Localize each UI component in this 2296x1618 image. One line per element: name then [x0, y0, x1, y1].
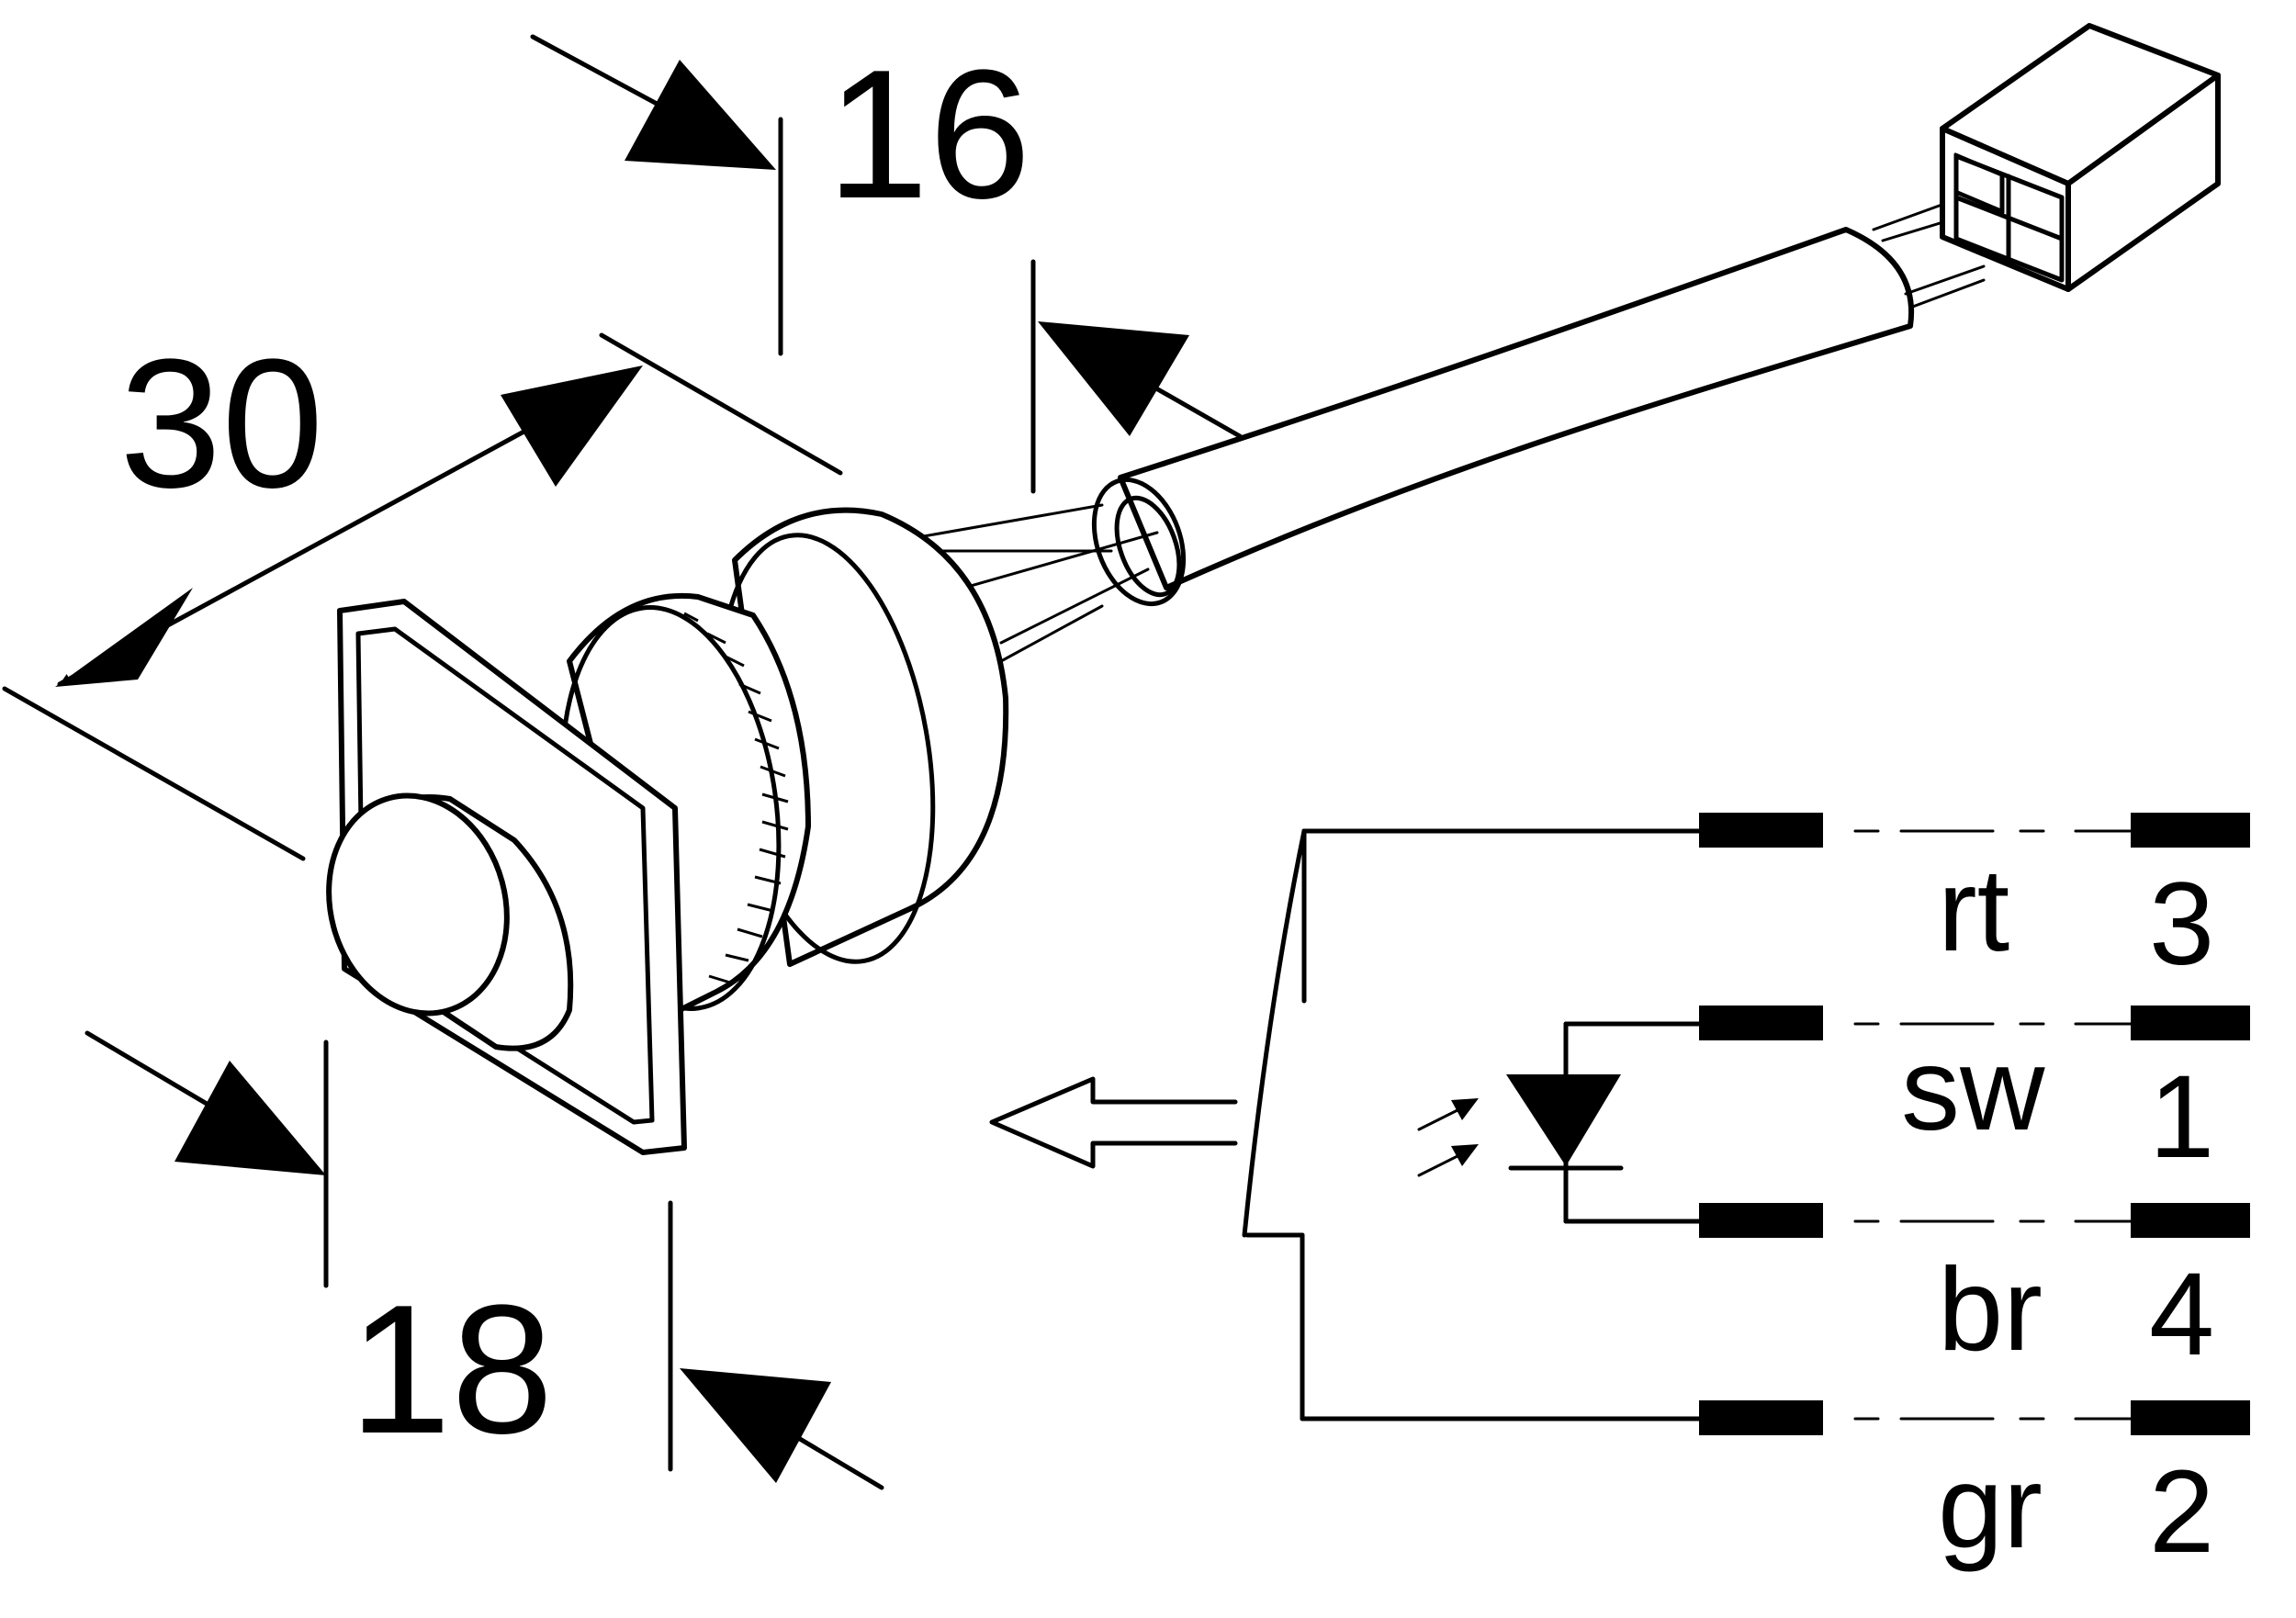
terminal-right-1	[2131, 1006, 2250, 1040]
wire-color-rt: rt	[1938, 845, 2009, 976]
connector-dashes	[1853, 829, 2133, 1421]
wire-color-br: br	[1938, 1244, 2043, 1376]
wiring-schematic: rt sw br gr 3 1 4 2	[989, 813, 2250, 1578]
dimension-16: 16	[530, 32, 1243, 494]
terminal-left-gr	[1699, 1400, 1823, 1435]
pin-number-2: 2	[2149, 1446, 2214, 1578]
terminal-right-4	[2131, 1203, 2250, 1238]
led-symbol	[1506, 1074, 1621, 1166]
pin-number-3: 3	[2149, 859, 2214, 990]
pin-number-4: 4	[2149, 1249, 2214, 1380]
dimension-30-label: 30	[119, 321, 323, 526]
terminal-left-br	[1699, 1203, 1823, 1238]
switch-body	[326, 507, 1009, 1155]
dimension-30: 30	[2, 321, 843, 861]
knurl-pattern	[683, 612, 789, 984]
cable	[917, 191, 1986, 663]
dimension-18: 18	[84, 1030, 884, 1490]
connector-plug	[1940, 23, 2221, 292]
terminal-left-rt	[1699, 813, 1823, 848]
led-light-arrows	[1417, 1098, 1479, 1177]
terminal-right-3	[2131, 813, 2250, 848]
wire-color-sw: sw	[1901, 1024, 2045, 1155]
terminal-right-2	[2131, 1400, 2250, 1435]
pin-number-1: 1	[2149, 1051, 2214, 1183]
wire-color-gr: gr	[1938, 1442, 2043, 1573]
dimension-18-label: 18	[349, 1267, 553, 1472]
terminal-left-sw	[1699, 1006, 1823, 1040]
dimension-16-label: 16	[827, 32, 1030, 237]
